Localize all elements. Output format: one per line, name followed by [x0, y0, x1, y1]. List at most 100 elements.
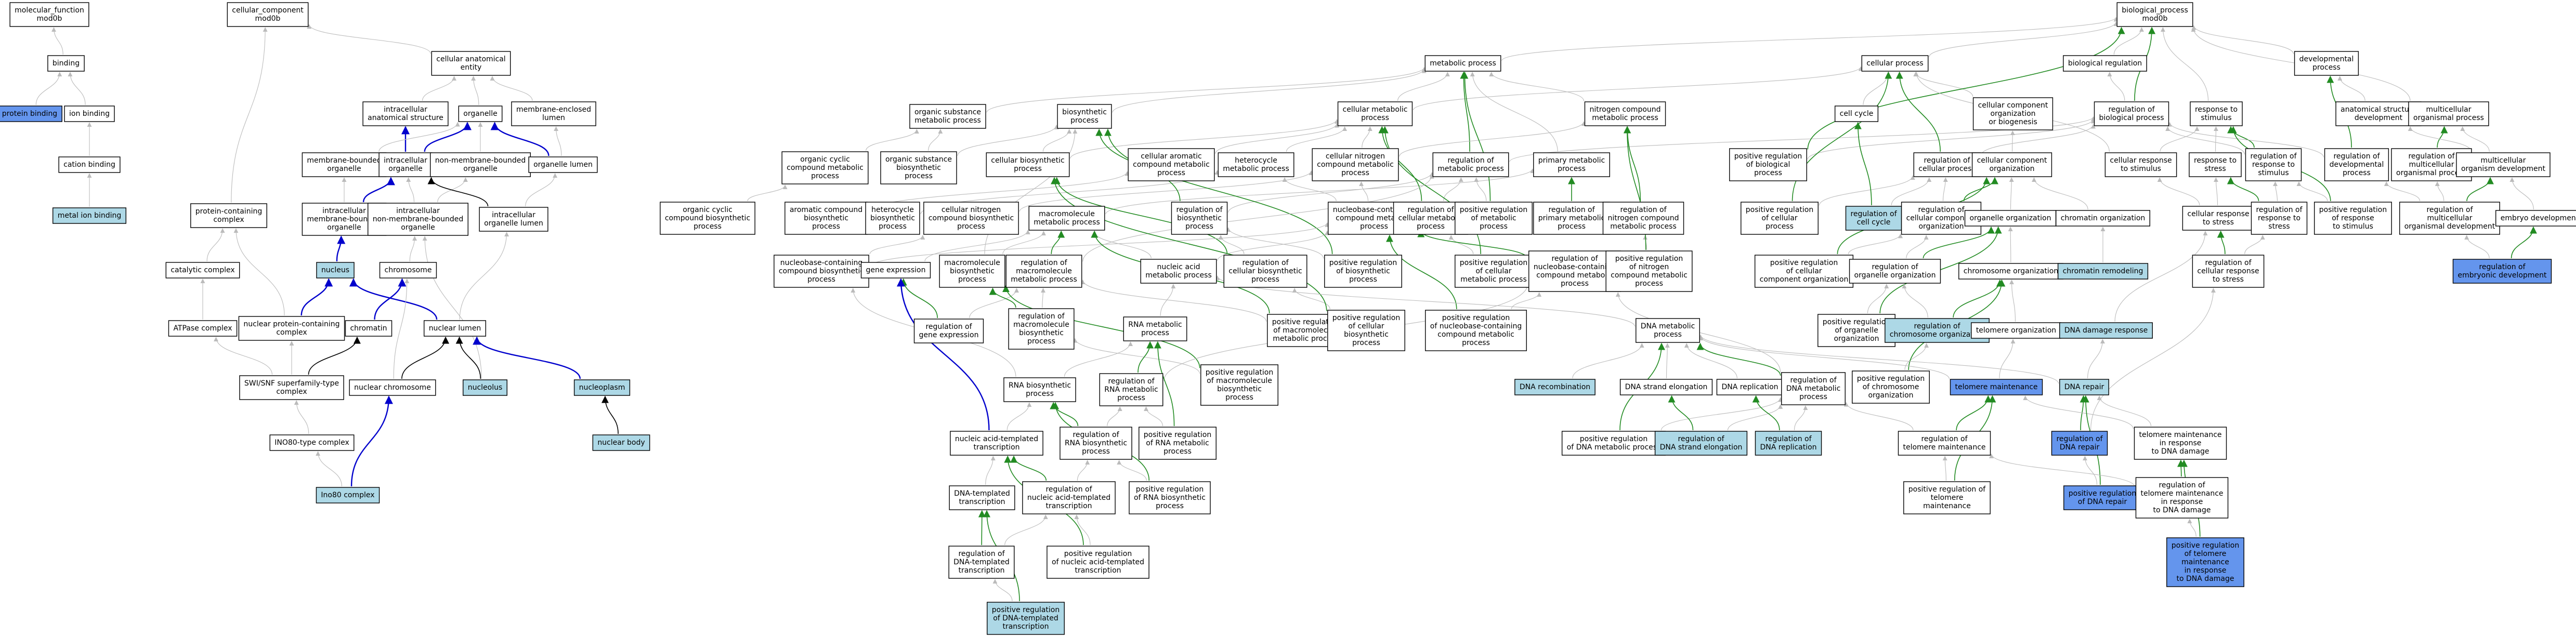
term-box: [378, 152, 433, 177]
edge-regulates: [1381, 126, 1481, 255]
go-term-organelle-organization: organelle organization: [1964, 210, 2057, 227]
term-label: multicellular: [2481, 156, 2526, 165]
term-label: metabolic process: [1437, 165, 1504, 173]
edge-regulates: [1956, 395, 1992, 431]
term-label: process: [1014, 165, 1042, 173]
edge-is-a: [1489, 72, 1585, 101]
edge-is-a: [2009, 177, 2014, 210]
term-box: [986, 152, 1070, 177]
term-box: [1755, 431, 1822, 456]
term-box: [2245, 148, 2302, 181]
term-label: protein binding: [2, 110, 57, 118]
term-box: [1971, 322, 2061, 339]
term-label: organelle: [463, 165, 497, 173]
edge-regulates: [1378, 126, 1422, 202]
term-box: [1337, 101, 1413, 126]
edge-is-a: [1286, 126, 1348, 152]
edge-regulates: [1385, 234, 1457, 310]
term-label: compound metabolic: [1437, 330, 1514, 339]
edge-is-a: [1282, 177, 1337, 202]
go-term-nucleolus: nucleolus: [463, 379, 507, 396]
edge-is-a: [2113, 27, 2144, 55]
term-label: cation binding: [63, 161, 115, 169]
go-term-chromatin-remodeling: chromatin remodeling: [2057, 263, 2149, 280]
term-label: of DNA repair: [2078, 498, 2127, 506]
term-label: intracellular: [384, 105, 427, 114]
edge-is-a: [2008, 227, 2013, 263]
term-label: anatomical structure: [368, 114, 443, 122]
term-label: process: [2343, 169, 2371, 177]
edge-is-a: [206, 228, 225, 262]
term-label: intracellular: [322, 207, 366, 215]
term-label: non-membrane-bounded: [373, 215, 464, 223]
edge-is-a: [2273, 181, 2278, 202]
term-box: [1561, 431, 1666, 456]
term-box: [2059, 379, 2109, 395]
term-label: organic substance: [914, 108, 981, 116]
term-label: of cellular: [1348, 322, 1384, 330]
edge-regulates: [1953, 279, 2004, 318]
term-box: [2094, 101, 2169, 126]
term-label: process: [1341, 169, 1369, 177]
term-label: gene expression: [919, 331, 979, 339]
term-box: [1964, 210, 2057, 227]
edge-is-a: [1042, 129, 1072, 152]
term-label: RNA biosynthetic: [1009, 381, 1071, 390]
term-label: of nitrogen: [1629, 263, 1669, 271]
edge-is-a: [362, 177, 395, 203]
edge-is-a: [1080, 280, 1267, 322]
edge-regulates: [2437, 126, 2448, 148]
term-label: to stress: [2203, 218, 2234, 227]
term-label: embryo development: [2501, 214, 2576, 222]
term-label: positive regulation: [1144, 431, 1211, 439]
edge-is-a: [2097, 395, 2152, 427]
term-box: [987, 602, 1065, 635]
term-label: primary metabolic: [1538, 156, 1605, 165]
term-label: metabolic process: [1145, 271, 1212, 280]
term-label: biosynthetic: [1177, 214, 1222, 222]
edge-is-a: [1359, 181, 1369, 202]
edge-is-a: [1906, 235, 1929, 259]
term-label: telomere maintenance: [1955, 383, 2037, 391]
term-label: organization: [1834, 335, 1879, 343]
term-box: [1005, 255, 1082, 288]
go-term-dna-strand-elongation: DNA strand elongation: [1619, 379, 1713, 395]
term-label: compound metabolic: [787, 164, 864, 172]
term-label: to stimulus: [2333, 222, 2373, 231]
edge-is-a: [2191, 25, 2294, 55]
go-term-dna-damage-response: DNA damage response: [2059, 322, 2153, 339]
edge-is-a: [2160, 27, 2209, 101]
term-label: transcription: [959, 498, 1005, 506]
term-box: [784, 202, 868, 235]
term-label: cellular response: [2197, 267, 2259, 275]
term-label: or biogenesis: [1989, 118, 2037, 126]
term-label: SWI/SNF superfamily-type: [244, 379, 339, 388]
term-label: organelle: [463, 110, 497, 118]
term-box: [939, 255, 1005, 288]
term-label: nucleic acid-templated: [1027, 494, 1110, 502]
term-label: maintenance: [2181, 558, 2229, 566]
term-label: stimulus: [2201, 114, 2231, 122]
